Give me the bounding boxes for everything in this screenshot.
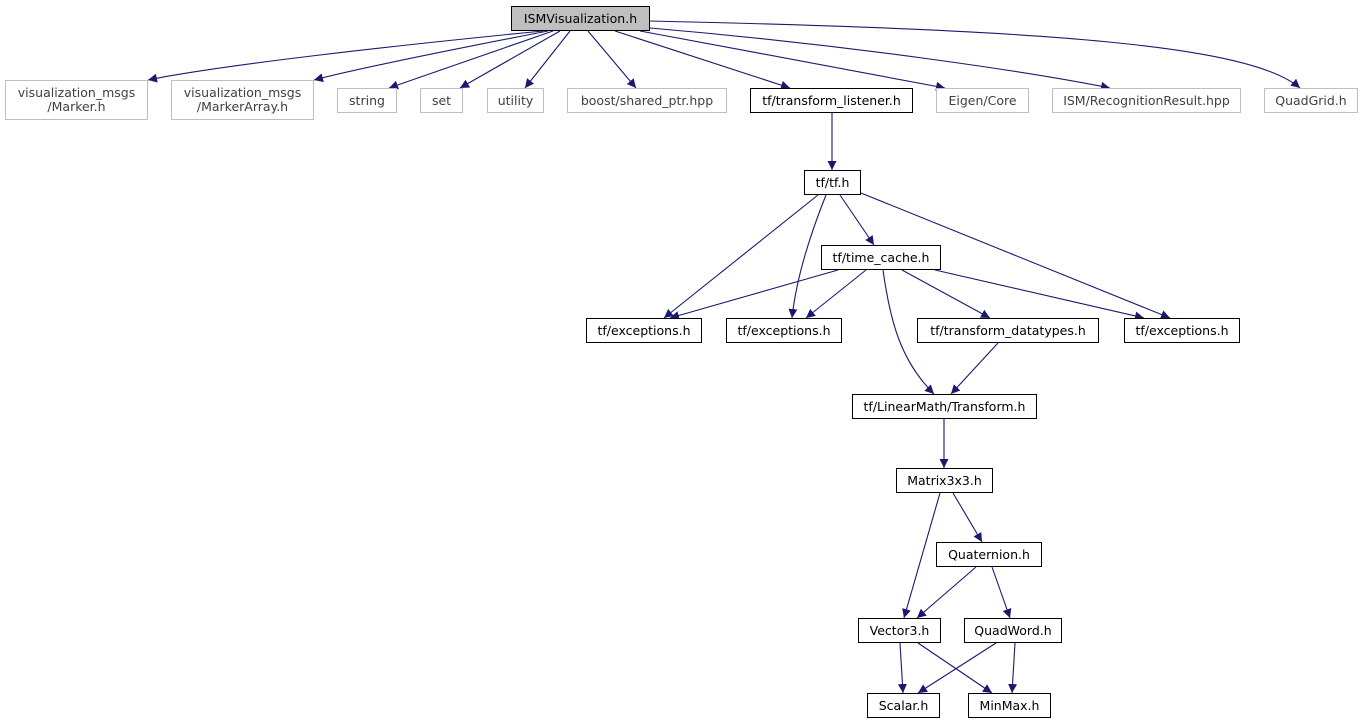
edge-tf_time_cache-to-tf_exceptions_b	[805, 269, 867, 319]
edge-root-to-tf_transform_listener	[614, 30, 791, 90]
edge-quaternion-to-vector3	[916, 566, 977, 619]
edge-root-to-boost_shared_ptr	[587, 30, 637, 89]
node-tf-transform-datatypes-h[interactable]: tf/transform_datatypes.h	[917, 318, 1099, 343]
node-label: tf/exceptions.h	[1135, 322, 1229, 338]
edge-root-to-marker	[147, 30, 544, 83]
node-matrix3x3-h[interactable]: Matrix3x3.h	[896, 468, 993, 493]
node-label: MinMax.h	[979, 697, 1040, 713]
node-label: Quaternion.h	[948, 546, 1030, 562]
node-visualization-msgs-markerarray-h[interactable]: visualization_msgs /MarkerArray.h	[171, 80, 314, 120]
edge-tf_tf-to-tf_time_cache	[839, 194, 875, 246]
edge-quaternion-to-quadword	[991, 566, 1012, 619]
node-visualization-msgs-marker-h[interactable]: visualization_msgs /Marker.h	[5, 80, 148, 120]
edge-vector3-to-scalar	[897, 642, 907, 694]
node-label: tf/transform_datatypes.h	[930, 322, 1086, 338]
edge-root-to-string	[388, 30, 554, 90]
node-label: tf/exceptions.h	[737, 322, 831, 338]
edge-root-to-set	[459, 30, 561, 89]
node-label: ISM/RecognitionResult.hpp	[1063, 92, 1230, 108]
node-tf-linearmath-transform-h[interactable]: tf/LinearMath/Transform.h	[852, 394, 1037, 419]
node-label: tf/exceptions.h	[597, 322, 691, 338]
edge-tf_time_cache-to-tf_transform_datatypes	[901, 269, 991, 319]
edge-root-to-eigen_core	[639, 30, 946, 91]
node-tf-transform-listener-h[interactable]: tf/transform_listener.h	[750, 88, 913, 113]
node-eigen-core[interactable]: Eigen/Core	[936, 88, 1029, 113]
node-label: QuadWord.h	[974, 622, 1052, 638]
node-label: Matrix3x3.h	[907, 472, 982, 488]
node-label-line2: /MarkerArray.h	[196, 99, 289, 114]
node-label: Eigen/Core	[948, 92, 1017, 108]
edge-root-to-utility	[524, 30, 571, 89]
edge-tf_tf-to-tf_exceptions_a	[663, 194, 819, 319]
edge-tf_time_cache-to-tf_exceptions_c	[934, 269, 1145, 321]
edge-quadword-to-scalar	[917, 642, 997, 694]
node-utility[interactable]: utility	[487, 88, 544, 113]
node-string[interactable]: string	[337, 88, 397, 113]
edge-tf_time_cache-to-tf_linearmath_transform	[882, 269, 935, 395]
node-label: QuadGrid.h	[1275, 92, 1347, 108]
node-label: Vector3.h	[869, 622, 930, 638]
node-label: boost/shared_ptr.hpp	[580, 92, 714, 108]
edge-tf_transform_datatypes-to-tf_linearmath_transform	[950, 342, 999, 395]
node-label: tf/LinearMath/Transform.h	[863, 398, 1026, 414]
edge-root-to-quadgrid	[649, 20, 1301, 89]
node-label: tf/tf.h	[815, 174, 850, 190]
node-quadgrid-h[interactable]: QuadGrid.h	[1264, 88, 1358, 113]
node-label: tf/transform_listener.h	[762, 92, 901, 108]
node-tf-tf-h[interactable]: tf/tf.h	[804, 170, 861, 195]
node-quadword-h[interactable]: QuadWord.h	[964, 618, 1062, 643]
edge-vector3-to-minmax	[917, 642, 993, 694]
node-tf-exceptions-h[interactable]: tf/exceptions.h	[726, 318, 842, 343]
node-tf-exceptions-h[interactable]: tf/exceptions.h	[586, 318, 702, 343]
node-label: set	[431, 92, 452, 108]
node-minmax-h[interactable]: MinMax.h	[968, 693, 1051, 718]
node-vector3-h[interactable]: Vector3.h	[858, 618, 941, 643]
node-label: utility	[497, 92, 534, 108]
edge-tf_tf-to-tf_exceptions_c	[860, 192, 1171, 319]
node-label: Scalar.h	[878, 697, 929, 713]
node-ismvisualization-h[interactable]: ISMVisualization.h	[511, 6, 650, 31]
edge-matrix3x3-to-quaternion	[952, 492, 983, 543]
node-ism-recognitionresult-hpp[interactable]: ISM/RecognitionResult.hpp	[1052, 88, 1241, 113]
node-label-line2: /Marker.h	[47, 99, 106, 114]
node-tf-time-cache-h[interactable]: tf/time_cache.h	[821, 245, 941, 270]
edge-root-to-ism_recognition_result	[649, 27, 1111, 91]
edge-matrix3x3-to-vector3	[902, 492, 941, 619]
node-tf-exceptions-h[interactable]: tf/exceptions.h	[1124, 318, 1240, 343]
node-label: tf/time_cache.h	[832, 249, 930, 265]
node-label: string	[349, 92, 385, 108]
node-scalar-h[interactable]: Scalar.h	[867, 693, 940, 718]
edge-tf_time_cache-to-tf_exceptions_a	[669, 269, 839, 320]
edge-quadword-to-minmax	[1008, 642, 1018, 694]
node-label: ISMVisualization.h	[523, 10, 638, 26]
edge-root-to-markerarray	[313, 30, 549, 83]
edge-tf_tf-to-tf_exceptions_b	[788, 194, 827, 319]
node-label-line1: visualization_msgs	[17, 85, 136, 100]
node-set[interactable]: set	[420, 88, 463, 113]
node-label-line1: visualization_msgs	[183, 85, 302, 100]
node-boost-shared-ptr-hpp[interactable]: boost/shared_ptr.hpp	[567, 88, 727, 113]
node-quaternion-h[interactable]: Quaternion.h	[936, 542, 1042, 567]
